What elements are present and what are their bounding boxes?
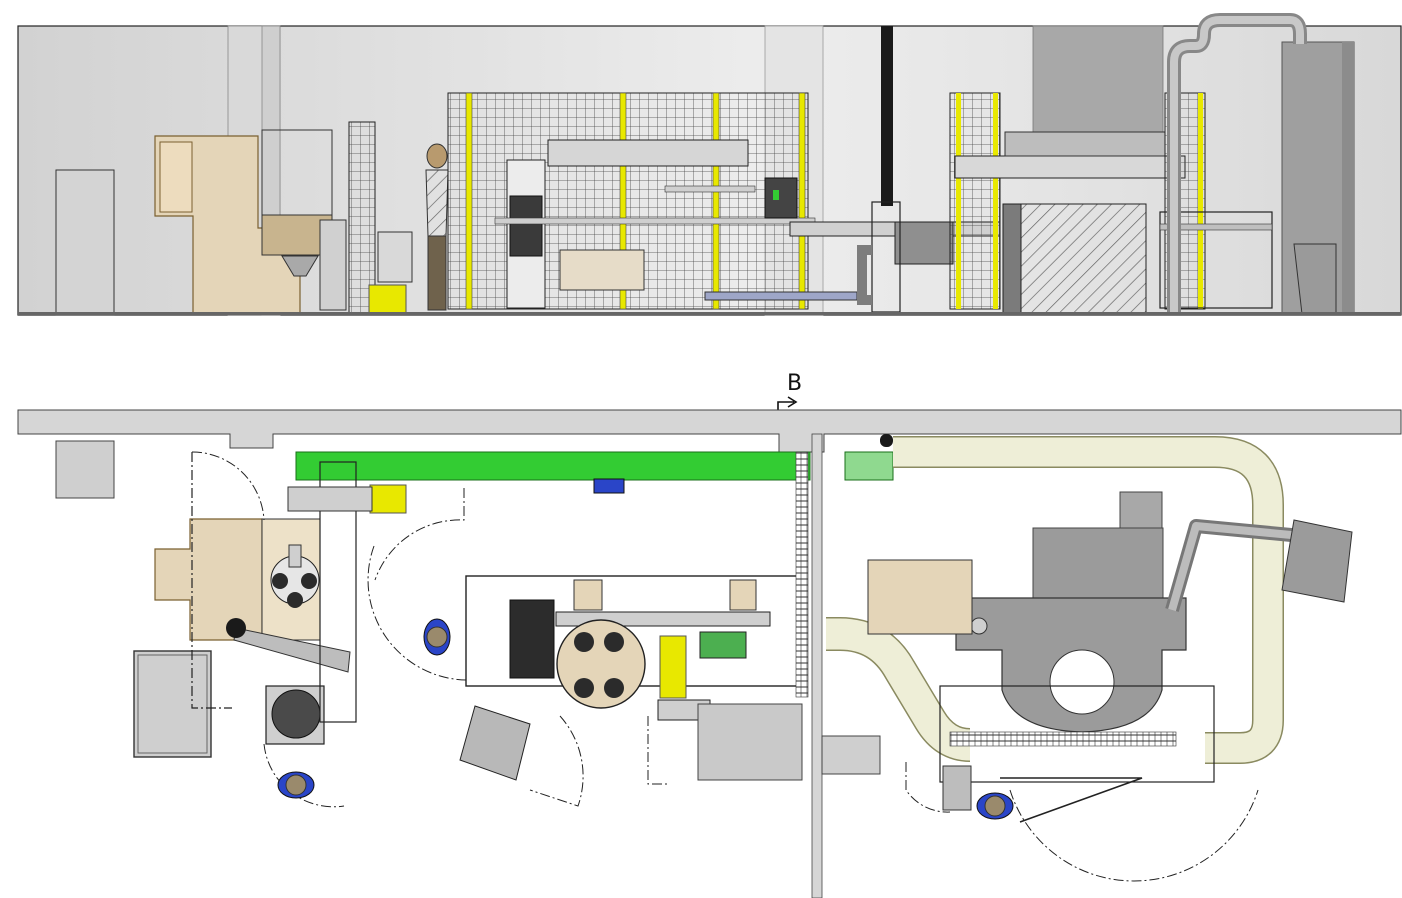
swing-pivot — [226, 618, 246, 638]
overhead-beam — [954, 155, 1186, 179]
duct-plan-fill — [893, 437, 1283, 763]
door-swing — [191, 451, 265, 521]
wall-divider — [811, 433, 823, 898]
operator-figure — [425, 143, 449, 311]
yellow-pad — [659, 635, 687, 699]
guard-mesh — [348, 121, 376, 315]
table-pocket — [574, 632, 594, 652]
base-pad — [942, 765, 972, 811]
motor-blue — [593, 478, 625, 494]
press-plate — [573, 579, 603, 611]
motor-housing — [894, 221, 954, 265]
panel-beige — [867, 559, 973, 635]
post-yellow — [619, 92, 627, 310]
door-swing — [647, 716, 670, 785]
right-frame — [939, 685, 1215, 783]
furnace-port — [970, 617, 988, 635]
operator-plan — [277, 771, 315, 799]
press-head — [509, 195, 543, 257]
pipe-gray — [857, 245, 872, 305]
beige-station — [154, 518, 263, 641]
post-yellow — [465, 92, 473, 310]
post-yellow — [993, 93, 998, 309]
post-yellow — [1198, 93, 1203, 309]
door-swing — [529, 715, 584, 807]
section-marker-label: B — [787, 371, 802, 396]
post-yellow — [798, 92, 806, 310]
outfeed-rail — [1159, 223, 1273, 231]
rail — [664, 185, 756, 193]
door-swing — [905, 762, 951, 813]
furnace-body — [1019, 203, 1147, 315]
floor-line — [18, 312, 1401, 315]
cabinet-plan-inner — [137, 654, 208, 754]
work-tank — [559, 249, 645, 291]
rotary-pocket — [287, 592, 303, 608]
yellow-box-plan — [369, 484, 407, 514]
wall-panel — [1032, 25, 1164, 137]
elevation-view — [17, 13, 1402, 316]
gantry-beam — [547, 139, 749, 167]
operator-plan — [976, 792, 1014, 820]
black-post — [880, 434, 893, 447]
black-column — [881, 26, 893, 206]
hood-plan — [1281, 519, 1353, 603]
table-pocket — [574, 678, 594, 698]
furnace-side — [1002, 203, 1022, 315]
lower-rotary — [271, 689, 321, 739]
rail — [494, 217, 816, 225]
chain-horizontal — [949, 731, 1177, 747]
rotary-pocket — [301, 573, 317, 589]
plan-view — [17, 409, 1402, 898]
door-swing — [374, 488, 465, 581]
control-panel-green — [764, 177, 798, 219]
hopper — [281, 255, 319, 277]
furnace-nozzle — [1119, 491, 1163, 529]
cabinet-right-side — [1342, 42, 1354, 314]
beige-machine-top — [159, 141, 193, 213]
rotary-pocket — [272, 573, 288, 589]
green-module — [699, 631, 747, 659]
rotary-arm — [288, 544, 302, 568]
post-yellow — [956, 93, 961, 309]
cabinet-plan — [133, 650, 212, 758]
outfeed-frame — [1159, 211, 1273, 309]
base-conveyor — [704, 291, 858, 301]
feeder-plan — [287, 486, 373, 512]
yellow-bin — [368, 284, 407, 314]
furnace-plan-top — [1032, 527, 1164, 599]
chute — [1293, 243, 1337, 315]
lower-pad — [697, 703, 803, 781]
guard-line — [191, 452, 232, 709]
chain-vertical — [795, 451, 809, 698]
table-pocket — [604, 678, 624, 698]
stand — [319, 219, 347, 311]
furnace-top — [1004, 131, 1166, 157]
bin-tilted — [459, 705, 531, 781]
green-conveyor — [295, 451, 811, 481]
floor-block — [821, 735, 881, 775]
table-pocket — [604, 632, 624, 652]
exhaust-duct-inner — [1170, 16, 1304, 312]
operator-plan — [423, 618, 451, 656]
column-square — [55, 440, 115, 499]
press-plate — [729, 579, 757, 611]
duct-arm-inner — [1168, 522, 1303, 612]
green-conveyor-end — [844, 451, 894, 481]
guard-diagonal — [1000, 777, 1143, 823]
door-left — [55, 169, 115, 316]
rotary-table — [556, 619, 646, 709]
central-block — [509, 599, 555, 679]
door-swing — [367, 545, 469, 681]
control-box — [377, 231, 413, 283]
wall-top — [17, 409, 1402, 453]
frame-vertical — [319, 461, 357, 723]
door-swing — [1009, 789, 1259, 882]
post-yellow — [712, 92, 720, 310]
panel-indicator — [773, 190, 779, 200]
furnace-chamber — [1049, 649, 1115, 715]
